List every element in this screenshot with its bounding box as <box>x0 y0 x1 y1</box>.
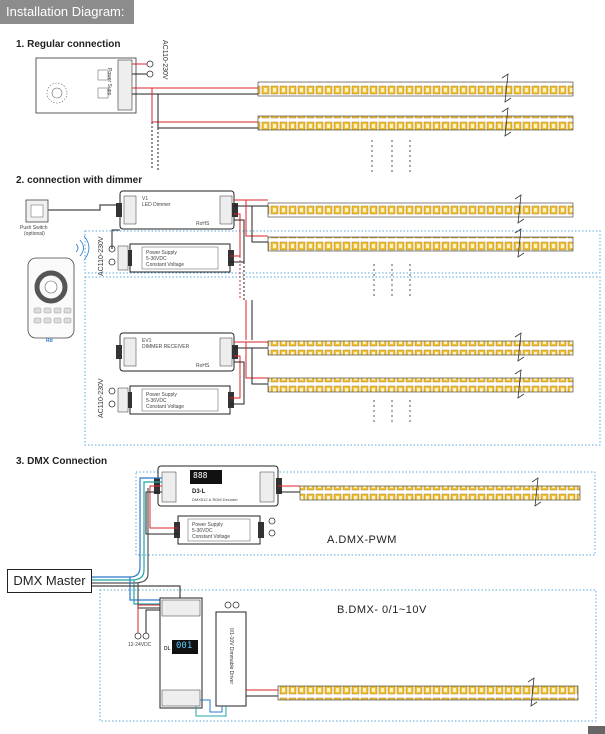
section-title-dimmer: 2. connection with dimmer <box>16 175 143 186</box>
psu2-range: 5-36VDC <box>146 398 167 404</box>
dimmer2-sub: DIMMER RECEIVER <box>142 344 190 350</box>
psu2-mode: Constant Voltage <box>146 404 185 410</box>
psu2-title: Power Supply <box>146 392 177 398</box>
dl-voltage-label: 12-24VDC <box>128 642 152 648</box>
dimmer2-title: EV1 <box>142 338 152 344</box>
power-supply-dimmer-2 <box>108 385 234 415</box>
dimmable-driver <box>215 601 247 707</box>
psu1-mode: Constant Voltage <box>146 262 185 268</box>
wires-dmx-a <box>145 485 300 535</box>
dl-display: 001 <box>176 641 193 651</box>
dimmer1-sub: LED Dimmer <box>142 202 171 208</box>
push-switch <box>25 199 122 223</box>
psu1-range: 5-36VDC <box>146 256 167 262</box>
dmx-dl-unit <box>159 597 203 709</box>
dl-power-input <box>134 604 160 640</box>
psu3-title: Power Supply <box>192 522 223 528</box>
led-strip-dmx-b <box>277 685 579 701</box>
psu-side-label: Power Supp <box>106 68 112 96</box>
dimmer-2 <box>116 332 238 372</box>
label-a-dmx-pwm: A.DMX-PWM <box>327 534 397 546</box>
push-switch-note: (optional) <box>24 231 45 237</box>
label-b-dmx-010v: B.DMX- 0/1~10V <box>337 604 427 616</box>
psu3-range: 5-36VDC <box>192 528 213 534</box>
remote-brand: Rd <box>46 338 53 344</box>
rohs-label-2: RoHS <box>196 363 210 369</box>
power-supply-dmx <box>174 515 276 545</box>
dmx-master-box: DMX Master <box>7 569 92 593</box>
section-title-dmx: 3. DMX Connection <box>16 456 108 467</box>
ac-voltage-label-2: AC110-230V <box>98 236 105 276</box>
section-title-regular: 1. Regular connection <box>16 39 121 50</box>
ac-input-regular <box>132 60 154 78</box>
header-title: Installation Diagram: <box>6 4 125 19</box>
power-supply-dimmer-1 <box>108 243 234 273</box>
psu1-title: Power Supply <box>146 250 177 256</box>
push-switch-label: Push Switch <box>20 225 48 231</box>
header-bar: Installation Diagram: <box>0 0 134 24</box>
power-supply-regular <box>35 57 137 114</box>
ac-voltage-label-3: AC110-230V <box>98 378 105 418</box>
remote-control <box>27 235 90 339</box>
driver-vertical-label: 0/1-10V Dimmable Driver <box>228 628 234 685</box>
ac-voltage-label-1: AC110-230V <box>161 40 168 80</box>
led-strips-regular <box>257 73 574 172</box>
wires-dmx-b <box>195 689 278 717</box>
led-strip-dmx-a <box>299 485 581 501</box>
rohs-label-1: RoHS <box>196 221 210 227</box>
dimmer1-title: V1 <box>142 196 149 202</box>
led-strips-dimmer <box>267 194 574 425</box>
output-wires-regular <box>132 87 258 170</box>
page-corner-tab <box>588 726 605 734</box>
decoder-model: D3-L <box>192 489 206 495</box>
wires-dimmer <box>111 199 268 405</box>
decoder-display: 888 <box>193 471 208 480</box>
psu3-mode: Constant Voltage <box>192 534 231 540</box>
dl-model: DL <box>164 646 171 652</box>
dimmer-1 <box>116 190 238 230</box>
dmx-cable-bundle <box>90 477 181 609</box>
decoder-sub: DMX512 & RDM Decoder <box>192 497 238 502</box>
